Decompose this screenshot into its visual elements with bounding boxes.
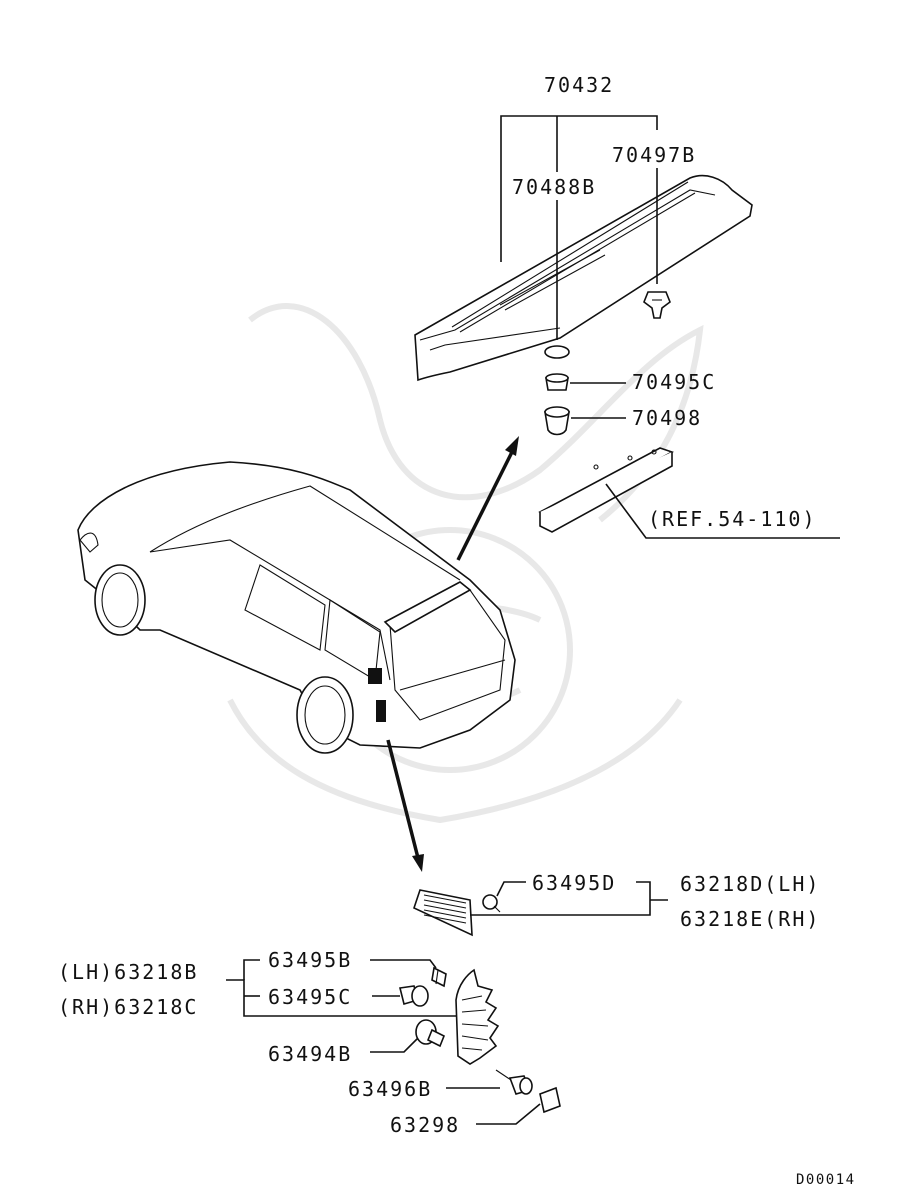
rear-garnish (413, 889, 473, 937)
label-63218C: (RH)63218C (58, 995, 198, 1019)
clip-70497B-icon (643, 291, 671, 319)
clip-63495C-icon (399, 985, 429, 1007)
cap-63298-icon (539, 1086, 561, 1114)
label-ref: (REF.54-110) (648, 507, 817, 531)
arrow-to-garnish (386, 739, 424, 872)
label-63495C: 63495C (268, 985, 352, 1009)
leader-63494B (370, 1035, 421, 1053)
label-63298: 63298 (390, 1113, 460, 1137)
rear-spoiler (414, 174, 753, 382)
label-70498: 70498 (632, 406, 702, 430)
car-body (77, 461, 516, 754)
clip-63494B-icon (415, 1019, 446, 1048)
label-63494B: 63494B (268, 1042, 352, 1066)
grommet-70498-icon (544, 406, 570, 436)
label-70497B: 70497B (612, 143, 696, 167)
reference-bracket (538, 447, 674, 533)
bracket-63218B (243, 959, 260, 980)
clip-63495D-icon (482, 894, 501, 913)
leader-ref (605, 483, 840, 539)
mount-marker (368, 668, 382, 684)
label-63218B: (LH)63218B (58, 960, 198, 984)
label-63496B: 63496B (348, 1077, 432, 1101)
label-63495D: 63495D (532, 871, 616, 895)
screw-63496B-icon (495, 1069, 533, 1095)
label-70432: 70432 (544, 73, 614, 97)
label-63218E: 63218E(RH) (680, 907, 820, 931)
label-70495C: 70495C (632, 370, 716, 394)
mount-marker (376, 700, 386, 722)
bracket-63218C (226, 979, 466, 1017)
leader-63495B (370, 959, 437, 969)
leader-63495D (496, 881, 526, 897)
label-63495B: 63495B (268, 948, 352, 972)
leader-70432 (500, 115, 658, 262)
leader-63298 (476, 1103, 541, 1125)
label-70488B: 70488B (512, 175, 596, 199)
leader-63218D (470, 881, 651, 916)
quarter-garnish (455, 968, 500, 1065)
label-63218D: 63218D(LH) (680, 872, 820, 896)
washer-70488B-icon (544, 345, 570, 359)
nut-70495C-icon (545, 373, 569, 391)
diagram-code: D00014 (796, 1172, 856, 1187)
arrow-to-spoiler (456, 436, 519, 561)
clip-63495B-icon (431, 966, 447, 988)
